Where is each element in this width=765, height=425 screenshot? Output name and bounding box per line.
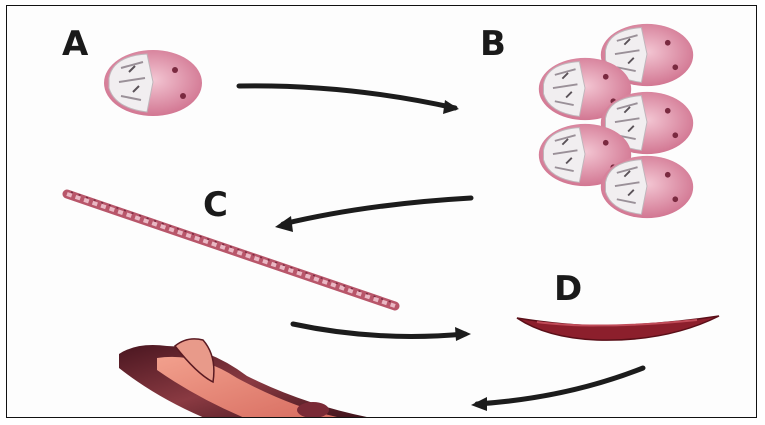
figure-frame: A B C D	[6, 5, 757, 418]
arrow-c-to-d	[293, 324, 465, 336]
arrow-d-to-vessel-head	[471, 397, 487, 411]
arrow-c-to-d-head	[455, 327, 471, 341]
sickle-cell-d-icon	[517, 316, 719, 340]
polymer-stack-b-icon	[539, 24, 693, 218]
blood-vessel-icon	[119, 339, 377, 418]
panel-label-d: D	[554, 272, 582, 306]
arrow-a-to-b	[239, 86, 455, 108]
arrow-b-to-c-head	[275, 216, 293, 232]
panel-label-c: C	[203, 188, 228, 222]
arrow-b-to-c	[283, 198, 471, 224]
arrow-d-to-vessel	[477, 368, 643, 404]
figure-artwork	[7, 6, 757, 418]
panel-label-b: B	[480, 27, 506, 61]
monomer-a-icon	[104, 50, 202, 116]
panel-label-a: A	[62, 27, 88, 61]
